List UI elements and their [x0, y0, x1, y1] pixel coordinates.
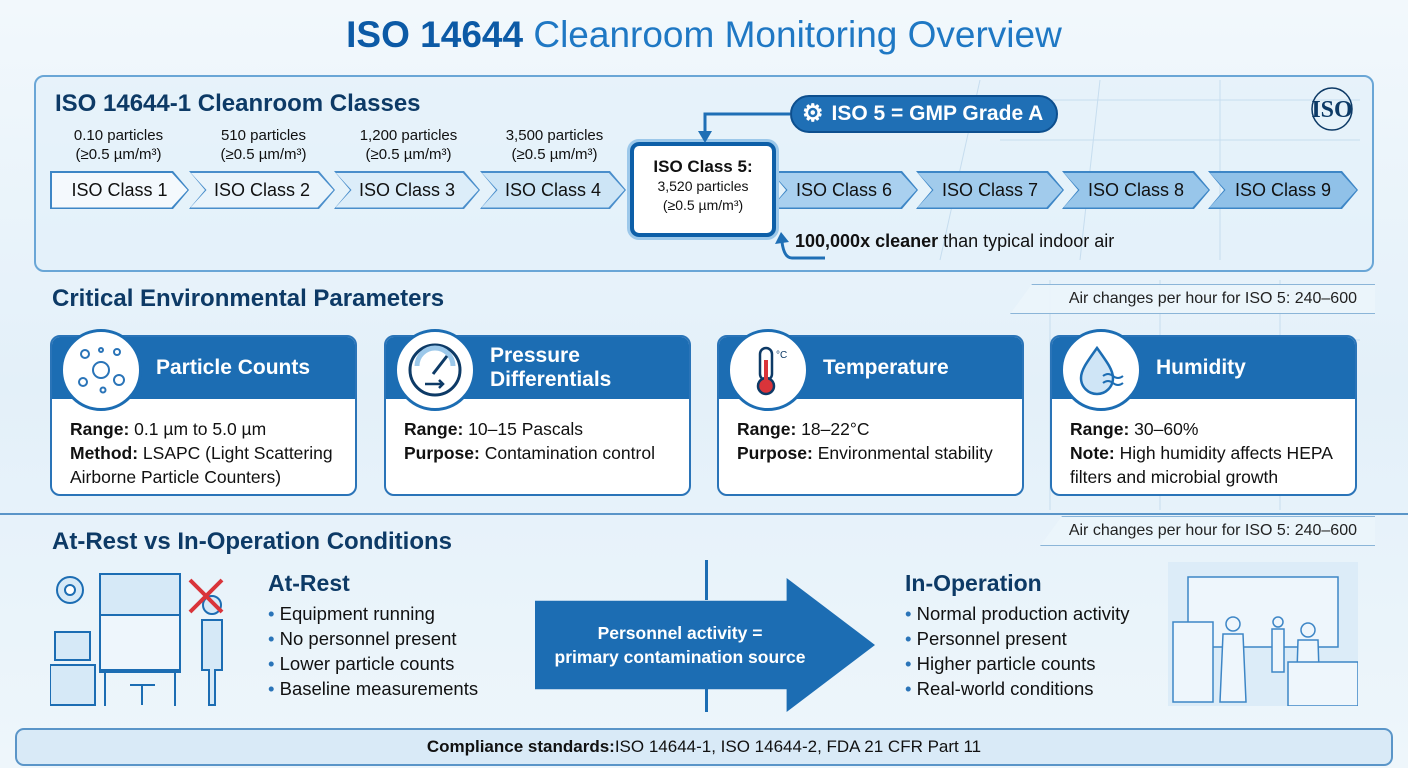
air-changes-tab-2: Air changes per hour for ISO 5: 240–600	[1040, 516, 1375, 546]
cleaner-note: 100,000x cleaner than typical indoor air	[795, 231, 1115, 251]
class-4-chevron: ISO Class 4	[480, 171, 626, 209]
iso-logo: ISO	[1303, 86, 1361, 132]
class-5-highlight: ISO Class 5: 3,520 particles (≥0.5 µm/m³…	[630, 142, 776, 237]
gear-icon: ⚙	[802, 100, 824, 127]
card-humidity: Humidity Range: 30–60%Note: High humidit…	[1050, 329, 1357, 496]
class-9-chevron: ISO Class 9	[1208, 171, 1358, 209]
class-2-chevron: ISO Class 2	[189, 171, 335, 209]
conditions-heading: At-Rest vs In-Operation Conditions	[52, 528, 453, 555]
class-1-chevron: ISO Class 1	[50, 171, 189, 209]
page-title: ISO 14644 Cleanroom Monitoring Overview	[346, 14, 1062, 55]
gauge-icon	[394, 329, 476, 411]
cleaner-arrow	[775, 232, 825, 260]
water-drop-icon	[1060, 329, 1142, 411]
in-operation-list: Normal production activityPersonnel pres…	[905, 601, 1130, 701]
class-4-count: 3,500 particles(≥0.5 µm/m³)	[505, 127, 604, 163]
svg-text:°C: °C	[776, 350, 787, 361]
at-rest-title: At-Rest	[268, 570, 350, 596]
gmp-grade-badge: ⚙ISO 5 = GMP Grade A	[790, 95, 1058, 133]
class-3-count: 1,200 particles(≥0.5 µm/m³)	[359, 127, 458, 163]
particles-icon	[60, 329, 142, 411]
section-divider	[0, 513, 1408, 515]
class-6-chevron: ISO Class 6	[770, 171, 918, 209]
class-7-chevron: ISO Class 7	[916, 171, 1064, 209]
compliance-footer: Compliance standards: ISO 14644-1, ISO 1…	[15, 728, 1393, 766]
class-3-chevron: ISO Class 3	[334, 171, 480, 209]
vertical-divider-bottom	[705, 676, 708, 712]
class-1-count: 0.10 particles(≥0.5 µm/m³)	[73, 127, 164, 163]
at-rest-illustration	[50, 573, 224, 706]
card-pressure-differentials: Pressure Differentials Range: 10–15 Pasc…	[384, 329, 691, 496]
class-2-count: 510 particles(≥0.5 µm/m³)	[220, 127, 307, 163]
class-8-chevron: ISO Class 8	[1062, 171, 1210, 209]
gmp-connector-arrow	[698, 112, 790, 143]
in-operation-title: In-Operation	[905, 570, 1042, 596]
in-operation-illustration	[1168, 562, 1358, 706]
vertical-divider-top	[705, 560, 708, 600]
at-rest-list: Equipment runningNo personnel presentLow…	[268, 601, 478, 701]
air-changes-tab: Air changes per hour for ISO 5: 240–600	[1010, 284, 1375, 314]
thermometer-icon: °C	[727, 329, 809, 411]
svg-text:ISO: ISO	[1311, 97, 1352, 123]
classes-heading: ISO 14644-1 Cleanroom Classes	[55, 90, 421, 117]
parameters-heading: Critical Environmental Parameters	[52, 285, 445, 312]
